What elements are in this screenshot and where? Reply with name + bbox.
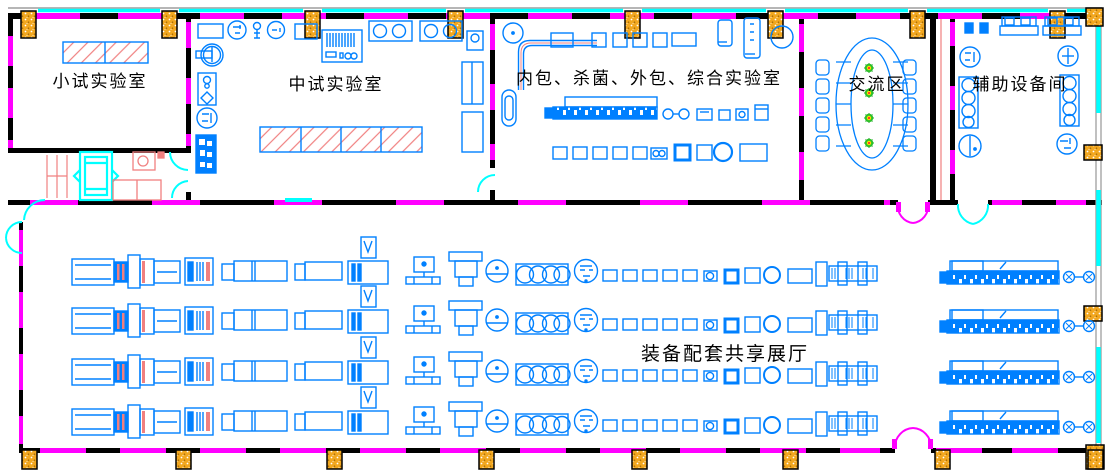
- room-packing-lab: [501, 17, 794, 163]
- chairs: [815, 59, 917, 152]
- kettle-icon: [266, 20, 286, 40]
- workstation: [999, 16, 1039, 36]
- dumbbell-roller: [662, 108, 690, 120]
- hall-top-wall: [928, 200, 958, 205]
- column: [20, 10, 37, 39]
- workstation: [1042, 16, 1082, 36]
- pump-unit: [959, 46, 981, 68]
- balance-box: [197, 72, 217, 106]
- pump-icon: [196, 107, 218, 129]
- twin-vessel-unit: [419, 20, 463, 42]
- plant-icon: [863, 112, 875, 124]
- column: [767, 10, 784, 39]
- elevator: [72, 150, 120, 202]
- column: [478, 449, 495, 470]
- stairwell-top-wall: [8, 148, 188, 153]
- control-cabinet: [321, 29, 363, 63]
- packing-machine-line: [544, 96, 658, 120]
- stool: [979, 22, 989, 34]
- label-aux-equipment: 辅助设备间: [973, 75, 1068, 95]
- column: [175, 449, 192, 470]
- l-conveyor: [517, 39, 597, 90]
- door-pilot-lab: [477, 174, 496, 193]
- column: [326, 449, 343, 470]
- label-exhibit-hall: 装备配套共享展厅: [641, 343, 809, 365]
- plant-icon: [863, 137, 875, 149]
- filled-panel: [195, 134, 217, 174]
- compressor: [958, 134, 982, 158]
- conveyor-box: [550, 32, 574, 48]
- mixer-icon: [227, 20, 247, 40]
- bench-box: [294, 23, 318, 40]
- door-left-exterior: [5, 237, 23, 255]
- equipment-row: [70, 235, 1096, 290]
- tank: [743, 17, 761, 59]
- room-pilot-test-lab: [195, 20, 484, 174]
- label-small-test-lab: 小试实验室: [53, 72, 148, 92]
- bottom-equipment-row: [552, 141, 768, 163]
- fan-unit: [1057, 45, 1079, 67]
- doors: [5, 151, 990, 449]
- coil-mixer-icon: [195, 43, 224, 67]
- tall-cabinet: [461, 111, 484, 153]
- equipment-row: [70, 284, 1096, 339]
- room-small-test-lab: [46, 41, 165, 202]
- column: [21, 449, 38, 470]
- blower: [1056, 133, 1078, 155]
- hall-top-wall: [8, 200, 898, 205]
- plant-icon: [863, 62, 875, 74]
- bench-box: [197, 23, 224, 39]
- column: [161, 10, 178, 39]
- column: [1083, 305, 1103, 322]
- hall-top-wall: [988, 200, 1102, 205]
- column: [1087, 449, 1104, 470]
- door-hall-south: [893, 427, 914, 448]
- column: [782, 449, 799, 470]
- room-labels: 小试实验室 中试实验室 内包、杀菌、外包、综合实验室 交流区 辅助设备间 装备配…: [53, 69, 1068, 365]
- door-hall-northwest: [23, 198, 46, 221]
- room-exchange-area: [815, 37, 917, 171]
- stand-mixer-icon: [252, 21, 262, 31]
- label-pilot-test-lab: 中试实验室: [289, 75, 384, 95]
- tank: [717, 19, 733, 47]
- stairs: [46, 155, 68, 198]
- stool: [964, 22, 974, 34]
- door-stairwell: [170, 180, 189, 199]
- twin-vessel-unit: [368, 20, 413, 42]
- label-packing-lab: 内包、杀菌、外包、综合实验室: [516, 69, 782, 89]
- room-aux-equipment: [958, 16, 1082, 158]
- door-aux-room: [956, 203, 974, 225]
- label-exchange-area: 交流区: [849, 75, 906, 95]
- structural-columns: [20, 7, 1105, 470]
- toilet: [112, 151, 165, 201]
- exhibit-hall-rows: [70, 235, 1096, 440]
- door-left-exterior: [5, 221, 23, 239]
- column: [1083, 144, 1103, 161]
- window-bands: [38, 8, 1102, 453]
- left-wall-upper: [8, 13, 13, 153]
- column: [631, 449, 648, 470]
- left-wall-hall: [19, 222, 23, 448]
- rotary-table-icon: [502, 22, 524, 44]
- equipment-row: [70, 335, 1096, 390]
- small-unit: [466, 30, 484, 51]
- column: [934, 449, 951, 470]
- column: [1085, 7, 1104, 27]
- door-stairwell: [169, 151, 189, 171]
- round-vessel: [770, 25, 794, 49]
- partition-dashes: [8, 13, 1096, 453]
- capsule-tank: [501, 89, 517, 127]
- door-aux-room: [972, 203, 990, 225]
- equipment-row: [70, 385, 1096, 440]
- column: [909, 10, 926, 39]
